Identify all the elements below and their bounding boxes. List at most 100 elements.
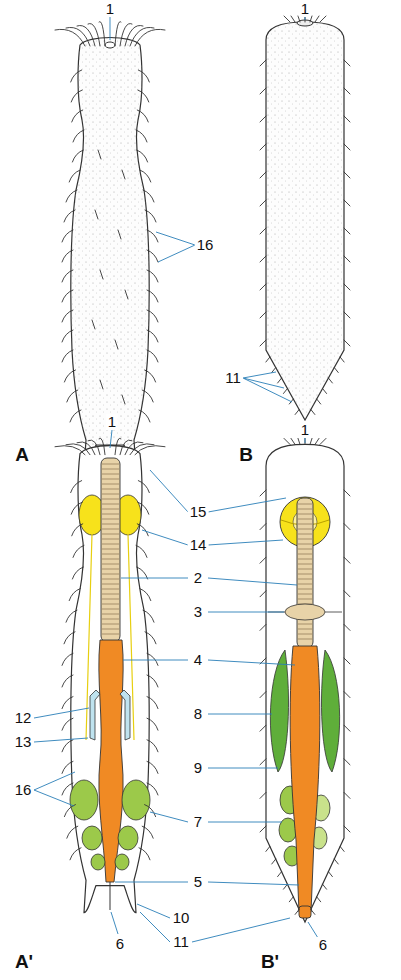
bristle	[260, 792, 266, 798]
pharynx-stripe	[102, 634, 119, 635]
spine	[140, 170, 151, 182]
spine	[147, 697, 158, 709]
spine	[64, 210, 75, 222]
cilium	[99, 438, 105, 455]
spine	[64, 805, 75, 817]
pharynx-stripe	[298, 624, 312, 625]
callout-number: 12	[13, 710, 34, 726]
bristle	[344, 759, 350, 765]
figure-b	[266, 20, 344, 420]
adhesive-tube	[311, 410, 315, 415]
callout-number: 16	[13, 782, 34, 798]
spine	[73, 545, 84, 557]
pharynx-stripe	[298, 634, 312, 635]
pharynx-stripe	[298, 549, 312, 550]
cilium	[291, 438, 295, 444]
adhesive-tube	[340, 846, 344, 851]
pharynx-stripe	[298, 639, 312, 640]
cilium	[77, 442, 95, 455]
dorsal-spine	[118, 230, 121, 239]
spine	[147, 250, 158, 262]
spine	[147, 740, 158, 752]
callout-number: 1	[104, 1, 116, 17]
bristle	[344, 792, 350, 798]
cilium	[291, 16, 295, 22]
spine	[70, 410, 81, 422]
dorsal-spine	[125, 290, 128, 299]
cilium	[315, 16, 319, 22]
bristle	[260, 557, 266, 563]
callout-number: 11	[171, 934, 191, 950]
cilium	[284, 438, 290, 444]
cilium	[305, 438, 306, 444]
pharynx-stripe	[298, 554, 312, 555]
spine	[147, 310, 158, 322]
dorsal-spine	[122, 170, 125, 179]
callout-number: 6	[317, 937, 329, 953]
pharynx-stripe	[102, 489, 119, 490]
spine	[147, 270, 158, 282]
callout-number: 14	[188, 537, 209, 553]
cilium	[55, 446, 85, 455]
dorsal-spine	[98, 150, 101, 159]
callout-number: 9	[192, 760, 204, 776]
adhesive-tube	[295, 410, 299, 415]
adhesive-tube	[266, 846, 270, 851]
spine	[66, 190, 77, 202]
spine	[145, 805, 156, 817]
pharynx-stripe	[298, 574, 312, 575]
pharynx-stripe	[102, 589, 119, 590]
spine	[70, 848, 81, 860]
cilium	[66, 27, 90, 46]
spine	[64, 370, 75, 382]
bristle	[260, 340, 266, 346]
bristle	[260, 144, 266, 150]
callout-number: 2	[192, 570, 204, 586]
bristle	[260, 228, 266, 234]
figure-letter: A	[13, 445, 31, 465]
adhesive-tube	[317, 897, 321, 902]
pharynx-stripe	[298, 564, 312, 565]
adhesive-tube	[328, 378, 332, 383]
bristle	[344, 312, 350, 318]
spine	[145, 210, 156, 222]
pharynx-stripe	[102, 539, 119, 540]
spine	[143, 610, 154, 622]
spine	[138, 481, 149, 493]
spine	[71, 70, 82, 82]
adhesive-tube	[334, 859, 338, 864]
pharynx-stripe	[298, 629, 312, 630]
cilium	[135, 446, 165, 455]
bristle	[344, 591, 350, 597]
pharynx-stripe	[102, 499, 119, 500]
pharynx-stripe	[102, 599, 119, 600]
callout-number: 15	[188, 504, 209, 520]
callout-number: 13	[13, 734, 34, 750]
spine	[62, 653, 73, 665]
pharynx-stripe	[298, 589, 312, 590]
pharynx-stripe	[298, 569, 312, 570]
cilium	[125, 442, 143, 455]
spine	[137, 567, 148, 579]
cilium	[55, 29, 85, 46]
spine	[73, 130, 84, 142]
bristle	[344, 116, 350, 122]
cilium	[284, 16, 290, 22]
cilium	[77, 25, 95, 46]
bristle	[344, 524, 350, 530]
spine	[145, 632, 156, 644]
adhesive-tube	[334, 368, 338, 373]
adhesive-tube	[289, 897, 293, 902]
bristle	[260, 759, 266, 765]
pharynx-stripe	[102, 569, 119, 570]
spine	[62, 330, 73, 342]
bristle	[344, 256, 350, 262]
bristle	[344, 692, 350, 698]
cilium	[115, 438, 121, 455]
pharynx-stripe	[102, 469, 119, 470]
pharynx-stripe	[298, 519, 312, 520]
figure-letter: B'	[259, 952, 281, 972]
callout-number: 4	[192, 652, 204, 668]
callout-number: 5	[192, 874, 204, 890]
callout-number: 8	[192, 706, 204, 722]
